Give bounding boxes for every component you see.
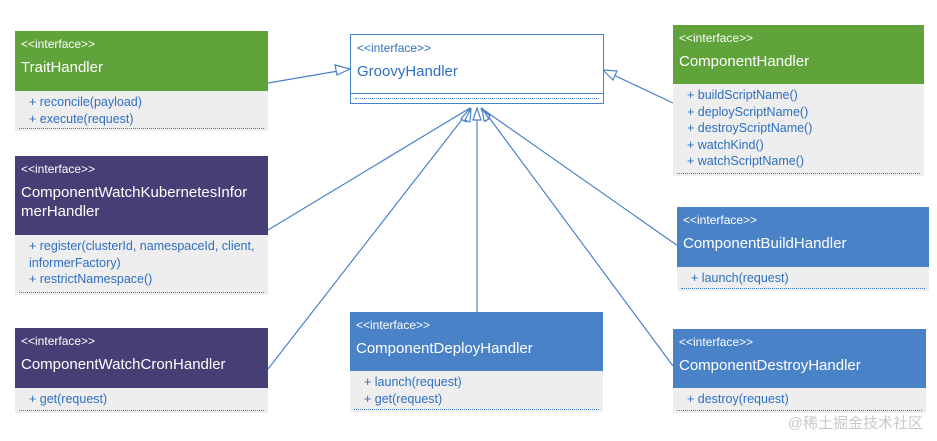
component-destroy-handler-header: <<interface>> ComponentDestroyHandler (673, 329, 926, 388)
dotted-separator (677, 173, 920, 174)
component-destroy-handler-name: ComponentDestroyHandler (679, 357, 861, 374)
groovy-handler-box: <<interface>> GroovyHandler (350, 34, 604, 104)
component-deploy-handler-operations: + launch(request) + get(request) (350, 371, 603, 412)
operation-item: + destroy(request) (687, 392, 789, 406)
stereotype-label: <<interface>> (679, 335, 754, 349)
stereotype-label: <<interface>> (683, 213, 758, 227)
dotted-separator (677, 410, 922, 411)
groovy-handler-header: <<interface>> GroovyHandler (351, 35, 603, 93)
arrowhead-deploy-to-groovy (472, 106, 482, 121)
component-watch-kubernetes-informer-handler-header: <<interface>> ComponentWatchKubernetesIn… (15, 156, 268, 235)
operation-item: + reconcile(payload) (29, 95, 142, 109)
trait-handler-box: <<interface>> TraitHandler + reconcile(p… (15, 31, 268, 131)
operation-item: + execute(request) (29, 111, 134, 126)
component-watch-kubernetes-informer-handler-operations: + register(clusterId, namespaceId, clien… (15, 235, 268, 295)
groovy-handler-divider (351, 93, 603, 94)
component-deploy-handler-box: <<interface>> ComponentDeployHandler + l… (350, 312, 603, 412)
operation-item: + deployScriptName() (687, 104, 809, 119)
groovy-handler-dots (355, 98, 599, 99)
operation-item: informerFactory) (29, 255, 121, 270)
component-handler-box: <<interface>> ComponentHandler + buildSc… (673, 25, 924, 176)
stereotype-label: <<interface>> (21, 334, 96, 348)
edge-build-to-groovy (480, 107, 679, 247)
component-destroy-handler-operations: + destroy(request) (673, 388, 926, 413)
stereotype-label: <<interface>> (356, 318, 431, 332)
stereotype-label: <<interface>> (21, 162, 96, 176)
component-build-handler-box: <<interface>> ComponentBuildHandler + la… (677, 207, 929, 291)
trait-handler-name: TraitHandler (21, 59, 103, 76)
component-destroy-handler-box: <<interface>> ComponentDestroyHandler + … (673, 329, 926, 413)
stereotype-label: <<interface>> (21, 37, 96, 51)
dotted-separator (681, 288, 925, 289)
trait-handler-operations: + reconcile(payload) + execute(request) (15, 91, 268, 131)
component-build-handler-operations: + launch(request) (677, 267, 929, 291)
component-watch-cron-handler-name: ComponentWatchCronHandler (21, 356, 226, 373)
dotted-separator (354, 409, 599, 410)
operation-item: + register(clusterId, namespaceId, clien… (29, 239, 255, 253)
operation-item: + buildScriptName() (687, 88, 798, 102)
component-handler-header: <<interface>> ComponentHandler (673, 25, 924, 84)
operation-item: + get(request) (364, 391, 443, 406)
arrowhead-destroy-to-groovy (481, 107, 490, 122)
operation-item: + launch(request) (364, 375, 462, 389)
edge-kube-to-groovy (267, 107, 471, 231)
watermark: @稀土掘金技术社区 (787, 415, 923, 432)
stereotype-label: <<interface>> (679, 31, 754, 45)
component-deploy-handler-header: <<interface>> ComponentDeployHandler (350, 312, 603, 371)
arrowhead-trait-to-groovy (334, 64, 352, 76)
operation-item: + watchScriptName() (687, 154, 805, 168)
operation-item: + watchKind() (687, 137, 764, 152)
groovy-handler-name: GroovyHandler (357, 63, 458, 80)
component-watch-cron-handler-operations: + get(request) (15, 388, 268, 413)
component-watch-cron-handler-box: <<interface>> ComponentWatchCronHandler … (15, 328, 268, 413)
trait-handler-header: <<interface>> TraitHandler (15, 31, 268, 91)
operation-item: + get(request) (29, 392, 108, 406)
component-watch-kubernetes-informer-handler-name-line2: merHandler (21, 203, 100, 220)
stereotype-label: <<interface>> (357, 41, 432, 55)
dotted-separator (19, 410, 264, 411)
component-build-handler-header: <<interface>> ComponentBuildHandler (677, 207, 929, 267)
dotted-separator (19, 292, 264, 293)
arrowhead-component-to-groovy (601, 69, 618, 82)
component-build-handler-name: ComponentBuildHandler (683, 235, 847, 252)
component-handler-operations: + buildScriptName() + deployScriptName()… (673, 84, 924, 176)
component-watch-kubernetes-informer-handler-box: <<interface>> ComponentWatchKubernetesIn… (15, 156, 268, 295)
component-handler-name: ComponentHandler (679, 53, 810, 70)
component-watch-kubernetes-informer-handler-name-line1: ComponentWatchKubernetesInfor (21, 184, 248, 201)
arrowhead-cron-to-groovy (464, 107, 472, 123)
operation-item: + restrictNamespace() (29, 272, 153, 286)
operation-item: + destroyScriptName() (687, 121, 813, 135)
edge-cron-to-groovy (267, 107, 472, 370)
dotted-separator (19, 128, 264, 129)
operation-item: + launch(request) (691, 271, 789, 285)
component-watch-cron-handler-header: <<interface>> ComponentWatchCronHandler (15, 328, 268, 388)
edge-destroy-to-groovy (481, 107, 674, 367)
component-deploy-handler-name: ComponentDeployHandler (356, 340, 533, 357)
